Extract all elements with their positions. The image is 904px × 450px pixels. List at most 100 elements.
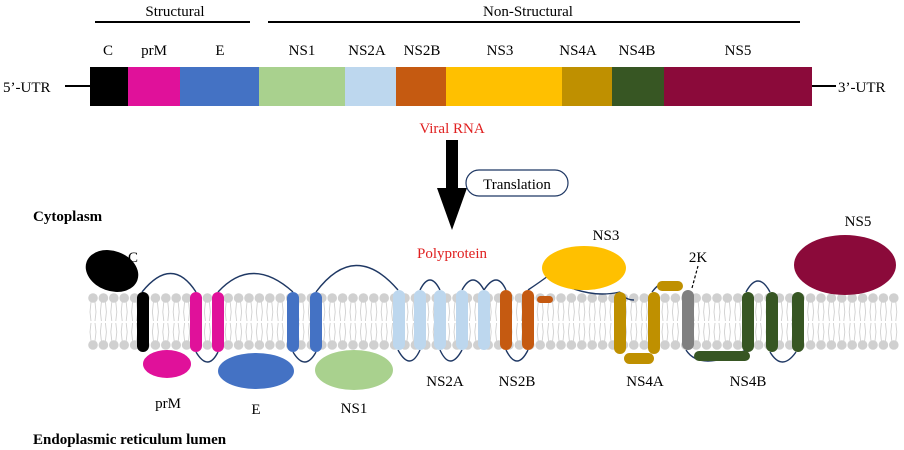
lipid-tails	[515, 301, 523, 342]
lipid-head-inner	[878, 340, 889, 350]
protein-ns4b-bar	[694, 351, 750, 361]
protein-e-helix-1	[287, 292, 299, 352]
lipid-tails	[183, 301, 191, 342]
lipid-tails	[110, 301, 118, 342]
translation-arrow-icon	[437, 140, 467, 230]
lipid-head-inner	[88, 340, 98, 350]
lipid-head-inner	[566, 340, 577, 350]
lipid-head-outer	[629, 293, 639, 303]
label-ns4a: NS4A	[626, 374, 664, 390]
lipid-tails	[536, 301, 544, 342]
lipid-head-outer	[566, 293, 577, 303]
lipid-tails	[380, 301, 388, 342]
lipid-head-outer	[358, 293, 369, 303]
lipid-tails	[224, 301, 232, 342]
segment-e	[180, 67, 259, 106]
segment-label-ns5: NS5	[725, 43, 752, 59]
lipid-tails	[671, 301, 679, 342]
lipid-head-inner	[847, 340, 857, 350]
segment-ns2b	[396, 67, 446, 106]
segment-label-c: C	[103, 43, 113, 59]
lipid-tails	[120, 301, 128, 342]
lipid-head-inner	[722, 340, 733, 350]
segment-ns4b	[612, 67, 664, 106]
lipid-tails	[557, 301, 565, 342]
lipid-tails	[848, 301, 856, 342]
lipid-head-outer	[826, 293, 837, 303]
lipid-tails	[349, 301, 357, 342]
protein-ns4b-helix-1	[742, 292, 754, 352]
lipid-head-inner	[629, 340, 639, 350]
segment-label-prm: prM	[141, 43, 167, 59]
lipid-head-inner	[660, 340, 670, 350]
lipid-tails	[713, 301, 721, 342]
segment-label-ns2a: NS2A	[348, 43, 386, 59]
segment-label-e: E	[215, 43, 224, 59]
lipid-head-outer	[837, 293, 847, 303]
lipid-head-outer	[327, 293, 338, 303]
lipid-tails	[723, 301, 731, 342]
lipid-head-outer	[119, 293, 129, 303]
lipid-head-inner	[805, 340, 816, 350]
cytoplasm-label: Cytoplasm	[33, 209, 103, 225]
segment-ns5	[664, 67, 812, 106]
segment-labels: C prM E NS1 NS2A NS2B NS3 NS4A NS4B NS5	[103, 43, 751, 59]
lipid-tails	[630, 301, 638, 342]
lipid-tails	[692, 301, 700, 342]
segment-label-ns4b: NS4B	[619, 43, 656, 59]
lipid-head-inner	[556, 340, 566, 350]
lipid-tails	[370, 301, 378, 342]
protein-ns3-body	[542, 246, 626, 290]
lipid-head-inner	[587, 340, 597, 350]
lipid-head-inner	[327, 340, 338, 350]
lipid-tails	[890, 301, 898, 342]
lipid-head-inner	[733, 340, 743, 350]
lipid-head-inner	[826, 340, 837, 350]
lipid-tails	[817, 301, 825, 342]
lipid-head-inner	[150, 340, 161, 350]
segment-ns2a	[345, 67, 396, 106]
genome-bar	[90, 67, 812, 106]
segment-c	[90, 67, 128, 106]
lipid-head-outer	[597, 293, 608, 303]
protein-prm-helix-2	[212, 292, 224, 352]
lipid-head-inner	[202, 340, 213, 350]
protein-ns2b-helix-1	[500, 290, 512, 350]
lipid-head-outer	[805, 293, 816, 303]
lipid-head-inner	[514, 340, 525, 350]
structural-label: Structural	[145, 4, 204, 20]
lipid-head-inner	[358, 340, 369, 350]
protein-ns2a-helix-4	[456, 290, 468, 350]
lipid-tails	[203, 301, 211, 342]
lipid-head-outer	[556, 293, 566, 303]
lipid-head-inner	[753, 340, 764, 350]
lipid-head-outer	[379, 293, 390, 303]
lipid-head-outer	[337, 293, 348, 303]
protein-ns2a-helix-2	[414, 290, 426, 350]
lipid-head-inner	[233, 340, 244, 350]
lipid-head-outer	[348, 293, 358, 303]
lipid-head-inner	[244, 340, 254, 350]
lipid-tails	[807, 301, 815, 342]
lipid-head-outer	[98, 293, 109, 303]
lipid-head-outer	[577, 293, 587, 303]
lipid-tails	[827, 301, 835, 342]
lipid-head-outer	[275, 293, 286, 303]
lipid-head-outer	[88, 293, 98, 303]
lipid-head-outer	[722, 293, 733, 303]
lipid-head-inner	[545, 340, 556, 350]
utr5-label: 5’-UTR	[3, 80, 51, 96]
lipid-head-outer	[171, 293, 181, 303]
lipid-head-inner	[837, 340, 847, 350]
non-structural-label: Non-Structural	[483, 4, 573, 20]
lipid-head-outer	[223, 293, 233, 303]
lipid-tails	[235, 301, 243, 342]
lipid-head-inner	[109, 340, 119, 350]
lipid-head-outer	[202, 293, 213, 303]
lipid-head-inner	[181, 340, 192, 350]
segment-ns1	[259, 67, 345, 106]
label-c: C	[128, 250, 138, 266]
utr3-label: 3’-UTR	[838, 80, 886, 96]
lipid-head-outer	[161, 293, 171, 303]
lipid-head-inner	[712, 340, 722, 350]
